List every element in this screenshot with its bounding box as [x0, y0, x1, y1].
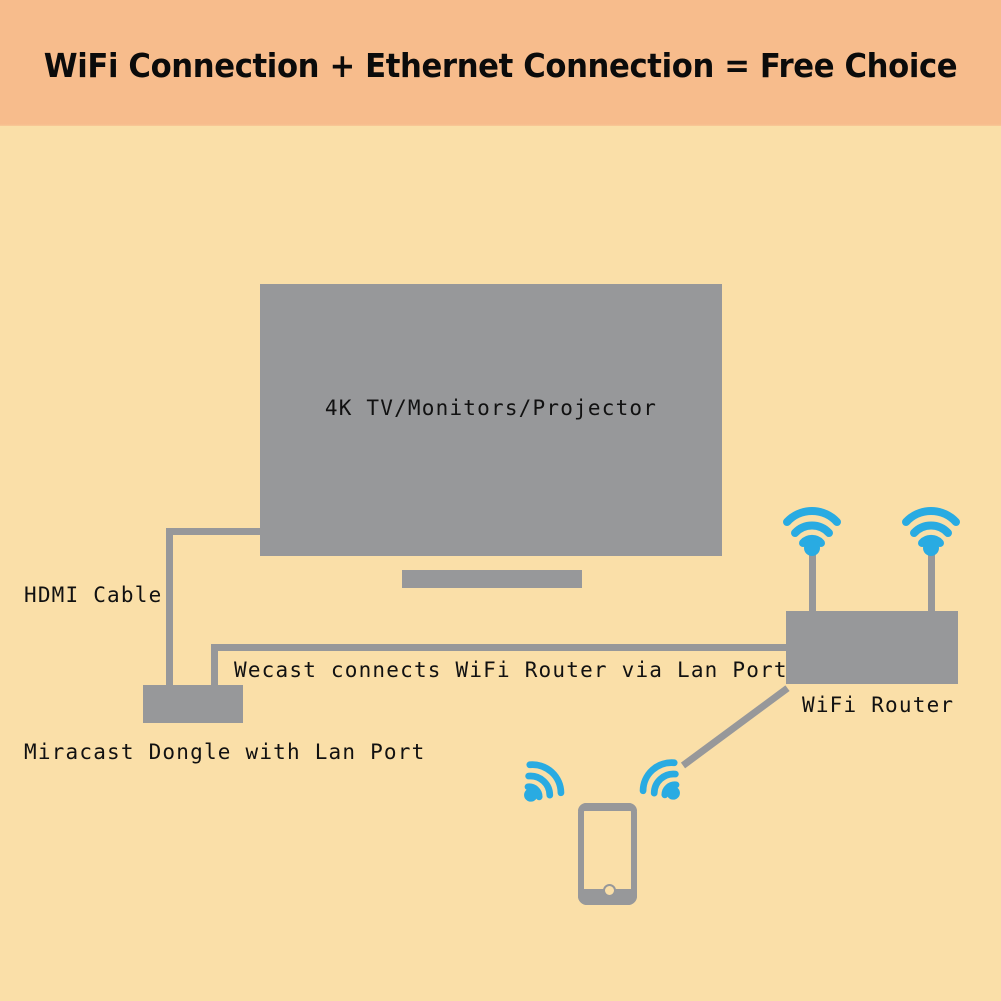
- tv-stand: [402, 570, 582, 588]
- phone-top-bezel: [578, 803, 637, 811]
- wifi-router-body: [786, 611, 958, 684]
- miracast-dongle: [143, 685, 243, 723]
- wifi-signal-icon: [507, 748, 577, 818]
- page-title: WiFi Connection + Ethernet Connection = …: [43, 46, 958, 85]
- wifi-signal-icon: [900, 500, 962, 556]
- hdmi-cable-label: HDMI Cable: [24, 583, 163, 607]
- lan-cable-horizontal: [211, 644, 792, 651]
- lan-cable-label: Wecast connects WiFi Router via Lan Port: [234, 658, 788, 682]
- tv-screen: [260, 284, 722, 556]
- phone-bottom-bezel: [578, 889, 637, 905]
- tv-label: 4K TV/Monitors/Projector: [324, 396, 658, 420]
- wifi-router-label: WiFi Router: [802, 693, 955, 717]
- body-band: [0, 126, 1001, 1001]
- miracast-dongle-label: Miracast Dongle with Lan Port: [24, 740, 426, 764]
- phone-home-button: [603, 884, 616, 897]
- smartphone-icon: [578, 803, 637, 905]
- router-antenna-mast-left: [809, 538, 816, 614]
- lan-cable-vertical: [211, 644, 218, 690]
- hdmi-cable-horizontal: [166, 528, 262, 535]
- hdmi-cable-vertical: [166, 528, 173, 688]
- header-band: [0, 0, 1001, 128]
- wifi-signal-icon: [627, 746, 697, 816]
- wifi-signal-icon: [781, 500, 843, 556]
- router-antenna-mast-right: [928, 538, 935, 614]
